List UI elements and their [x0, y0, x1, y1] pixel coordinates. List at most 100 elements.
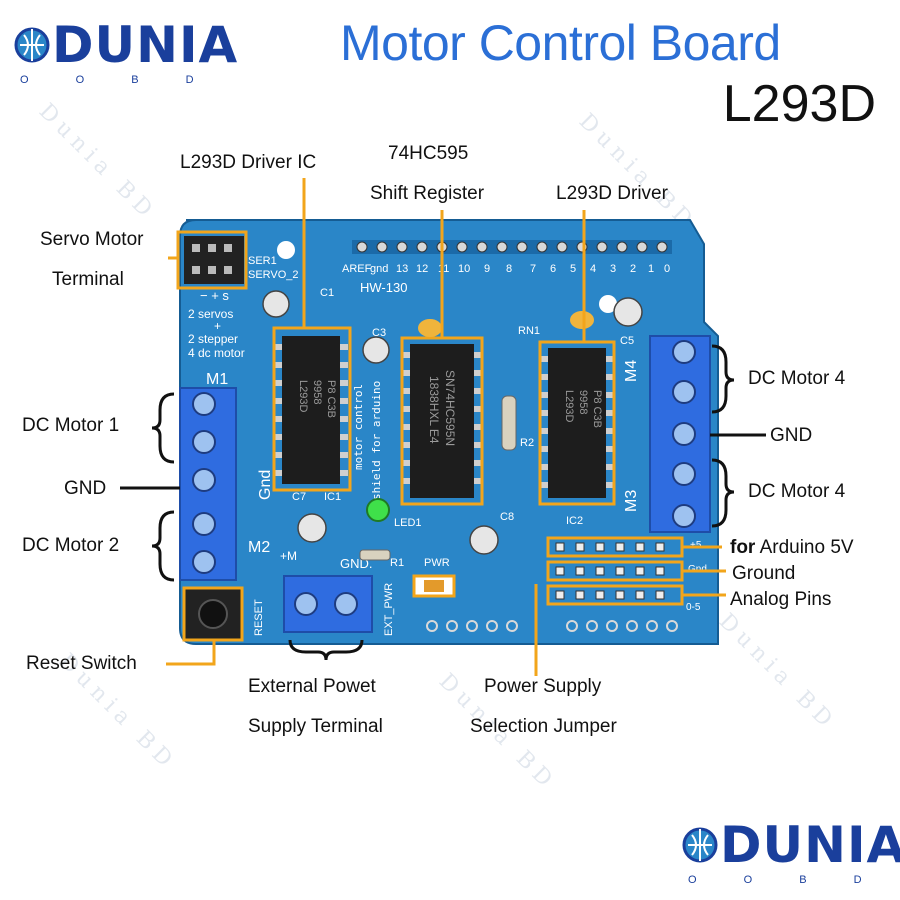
model-label: HW-130: [360, 280, 407, 295]
globe-cart-icon: [14, 27, 50, 63]
label-analog-pins: Analog Pins: [730, 589, 832, 610]
logo-top: DUNIA O O B D: [12, 16, 238, 86]
logo-word: DUNIA: [720, 816, 900, 874]
zero-five-label: 0-5: [686, 602, 701, 613]
label-driver-right: L293D Driver: [556, 183, 668, 204]
label-reset-switch: Reset Switch: [26, 653, 137, 674]
label-external-power-1: External Powet: [248, 676, 376, 697]
c5-label: C5: [620, 335, 634, 347]
label-74hc595: 74HC595: [388, 143, 469, 164]
c8-label: C8: [500, 511, 514, 523]
servo2-label: SERVO_2: [248, 269, 299, 281]
ic1-label: IC1: [324, 491, 341, 503]
ic3-text-2: SN74HC595N: [443, 370, 457, 446]
label-driver-ic-left: L293D Driver IC: [180, 152, 317, 173]
m1-label: M1: [206, 371, 228, 388]
chip-ic3: [400, 336, 484, 506]
ext-power-terminal: [283, 575, 373, 633]
ic3-text-1: 1838HXL E4: [427, 376, 441, 444]
header-label-4: 4: [590, 263, 596, 275]
gnd-label: Gnd: [257, 470, 274, 500]
header-label-2: 2: [630, 263, 636, 275]
braces: [151, 344, 735, 661]
header-label-0: 0: [664, 263, 670, 275]
header-label-11: 11: [438, 263, 449, 275]
mounting-hole: [277, 241, 295, 259]
resistor-r1: [359, 549, 391, 561]
page-title: Motor Control Board: [340, 15, 781, 71]
label-power-supply-1: Power Supply: [484, 676, 602, 697]
led1-label: LED1: [394, 517, 422, 529]
label-power-supply-2: Selection Jumper: [470, 716, 617, 737]
top-header: [352, 240, 672, 254]
ic2-text-3: P8 C3B: [591, 390, 603, 428]
logo-word: DUNIA: [52, 16, 239, 74]
label-external-power-2: Supply Terminal: [248, 716, 383, 737]
ic1-text-3: P8 C3B: [325, 380, 337, 418]
logo-sub: O O B D: [20, 74, 216, 86]
header-label-8: 8: [506, 263, 512, 275]
header-label-10: 10: [458, 263, 470, 275]
logo-sub: O O B D: [688, 874, 884, 886]
label-arduino-5v: for Arduino 5V: [730, 537, 854, 559]
ext-pwr-label: EXT_PWR: [383, 583, 395, 636]
label-servo-terminal: Terminal: [52, 269, 124, 290]
r1-label: R1: [390, 557, 404, 569]
label-gnd-left: GND: [64, 478, 107, 499]
chip-ic1: [272, 326, 352, 492]
label-dc-motor-1: DC Motor 1: [22, 415, 120, 436]
logo-bottom: DUNIA O O B D: [680, 816, 900, 886]
ser1-label: SER1: [248, 255, 277, 267]
servo-header: [176, 230, 248, 290]
servo-info-2: +: [214, 319, 221, 333]
ic1-text-1: L293D: [297, 380, 309, 412]
label-for: for: [730, 537, 756, 558]
led: [366, 498, 390, 522]
label-shift-register: Shift Register: [370, 183, 485, 204]
m3-label: M3: [623, 490, 640, 512]
ic2-label: IC2: [566, 515, 583, 527]
header-label-9: 9: [484, 263, 490, 275]
header-label-5: 5: [570, 263, 576, 275]
c1-label: C1: [320, 287, 334, 299]
reset-switch: [182, 586, 244, 642]
terminal-right: [649, 335, 711, 533]
ic2-text-2: 9958: [577, 390, 589, 414]
globe-cart-icon: [682, 827, 718, 863]
servo-info-1: 2 servos: [188, 307, 233, 321]
header-label-gnd: gnd: [370, 263, 388, 275]
capacitor: [262, 290, 643, 555]
label-dc-motor-4-top: DC Motor 4: [748, 368, 846, 389]
ceramic-capacitor: [418, 311, 594, 337]
page-subtitle: L293D: [722, 75, 876, 133]
header-label-13: 13: [396, 263, 408, 275]
label-gnd-right: GND: [770, 425, 813, 446]
label-dc-motor-2: DC Motor 2: [22, 535, 120, 556]
servo-info-3: 2 stepper: [188, 332, 238, 346]
ic2-text-1: L293D: [563, 390, 575, 422]
header-label-6: 6: [550, 263, 556, 275]
chip-ic2: [538, 340, 616, 506]
rn1-label: RN1: [518, 325, 540, 337]
ic1-text-2: 9958: [311, 380, 323, 404]
m4-label: M4: [623, 360, 640, 382]
m2-label: M2: [248, 539, 270, 556]
plus-m-label: +M: [280, 549, 297, 563]
label-arduino-5v-text: Arduino 5V: [759, 537, 854, 558]
header-label-1: 1: [648, 263, 654, 275]
bottom-header: [426, 620, 678, 632]
reset-label: RESET: [253, 599, 265, 636]
r2-label: R2: [520, 437, 534, 449]
silk-shield: shield for arduino: [370, 381, 383, 500]
analog-header: [546, 536, 684, 606]
header-label-aref: AREF: [342, 263, 372, 275]
terminal-left: [179, 387, 237, 581]
leader-lines: [166, 178, 726, 676]
pwr-label: PWR: [424, 557, 450, 569]
servo-pins-label: − + s: [200, 288, 229, 303]
header-label-12: 12: [416, 263, 428, 275]
mounting-hole: [599, 295, 617, 313]
silk-motor-control: motor control: [352, 384, 365, 470]
label-servo-motor: Servo Motor: [40, 229, 144, 250]
